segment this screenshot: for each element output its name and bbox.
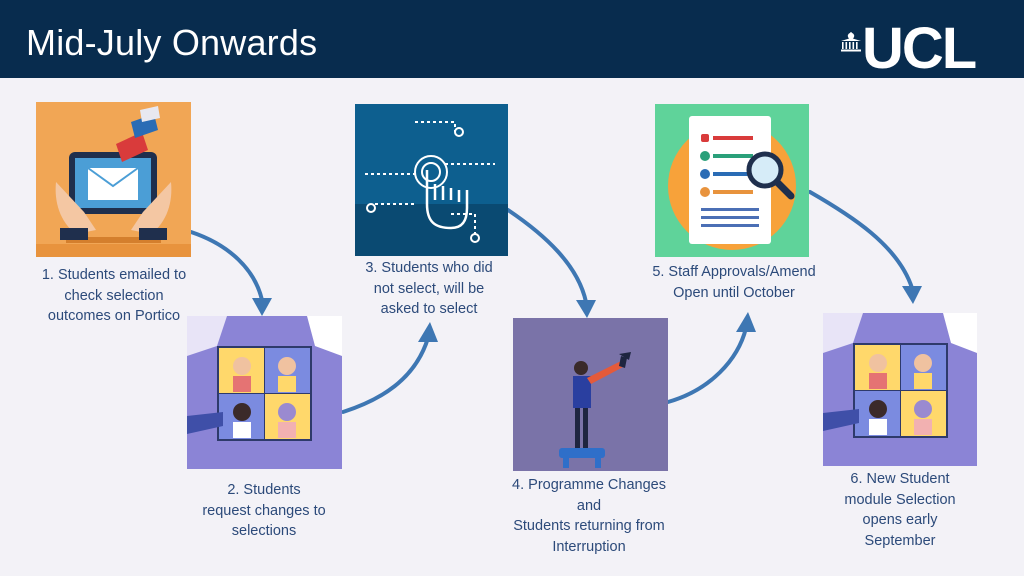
step-1-line-1: 1. Students emailed to [41,267,187,283]
arrow-1-to-2 [189,230,264,302]
step-3-caption: 3. Students who did not select, will be … [345,258,513,320]
step-4-line-4: Interruption [552,538,626,555]
step-4-image [513,318,668,471]
step-6-caption: 6. New Student module Selection opens ea… [812,469,988,551]
step-5-image [655,104,809,257]
ucl-logo: UCL [862,16,977,81]
step-6-line-3: opens early [862,512,938,528]
step-6-line-1: 6. New Student [850,471,950,487]
step-6-line-4: September [864,532,936,549]
puzzle-people-icon [187,316,342,441]
checklist-magnifier-icon [668,116,796,250]
step-3-line-2: not select, will be [373,280,485,297]
step-2-line-1: 2. Students [227,482,301,498]
step-4-caption: 4. Programme Changes and Students return… [490,475,688,557]
step-4-line-3: Students returning from [513,518,665,534]
touch-circuit-icon [355,121,508,256]
arrow-4-to-5 [666,326,748,404]
slide-header: Mid-July Onwards UCL [0,0,1024,78]
puzzle-people-icon [823,313,977,438]
step-1-line-2: check selection [64,287,164,304]
step-1-line-3: outcomes on Portico [47,308,181,324]
ucl-portico-icon [841,32,861,52]
step-3-line-3: asked to select [380,301,478,317]
step-6-line-2: module Selection [844,491,956,508]
step-3-image [355,104,508,256]
step-5-line-2: Open until October [673,284,795,301]
telescope-person-icon [559,352,631,468]
arrow-2-to-3 [341,336,430,414]
slide-title: Mid-July Onwards [26,22,318,63]
step-2-line-2: request changes to [202,502,326,519]
step-1-caption: 1. Students emailed to check selection o… [22,265,206,327]
step-1-image [36,102,191,257]
step-4-line-1: 4. Programme Changes [512,477,666,493]
step-5-line-1: 5. Staff Approvals/Amend [652,264,816,280]
step-5-caption: 5. Staff Approvals/Amend Open until Octo… [630,262,838,303]
step-3-line-1: 3. Students who did [365,260,493,276]
step-2-line-3: selections [231,523,297,539]
step-6-image [823,313,977,466]
step-2-image [187,316,342,469]
step-4-line-2: and [576,497,602,514]
arrow-5-to-6 [808,190,914,290]
email-tablet-icon [36,106,191,257]
arrow-3-to-4 [506,208,588,304]
step-2-caption: 2. Students request changes to selection… [180,480,348,542]
